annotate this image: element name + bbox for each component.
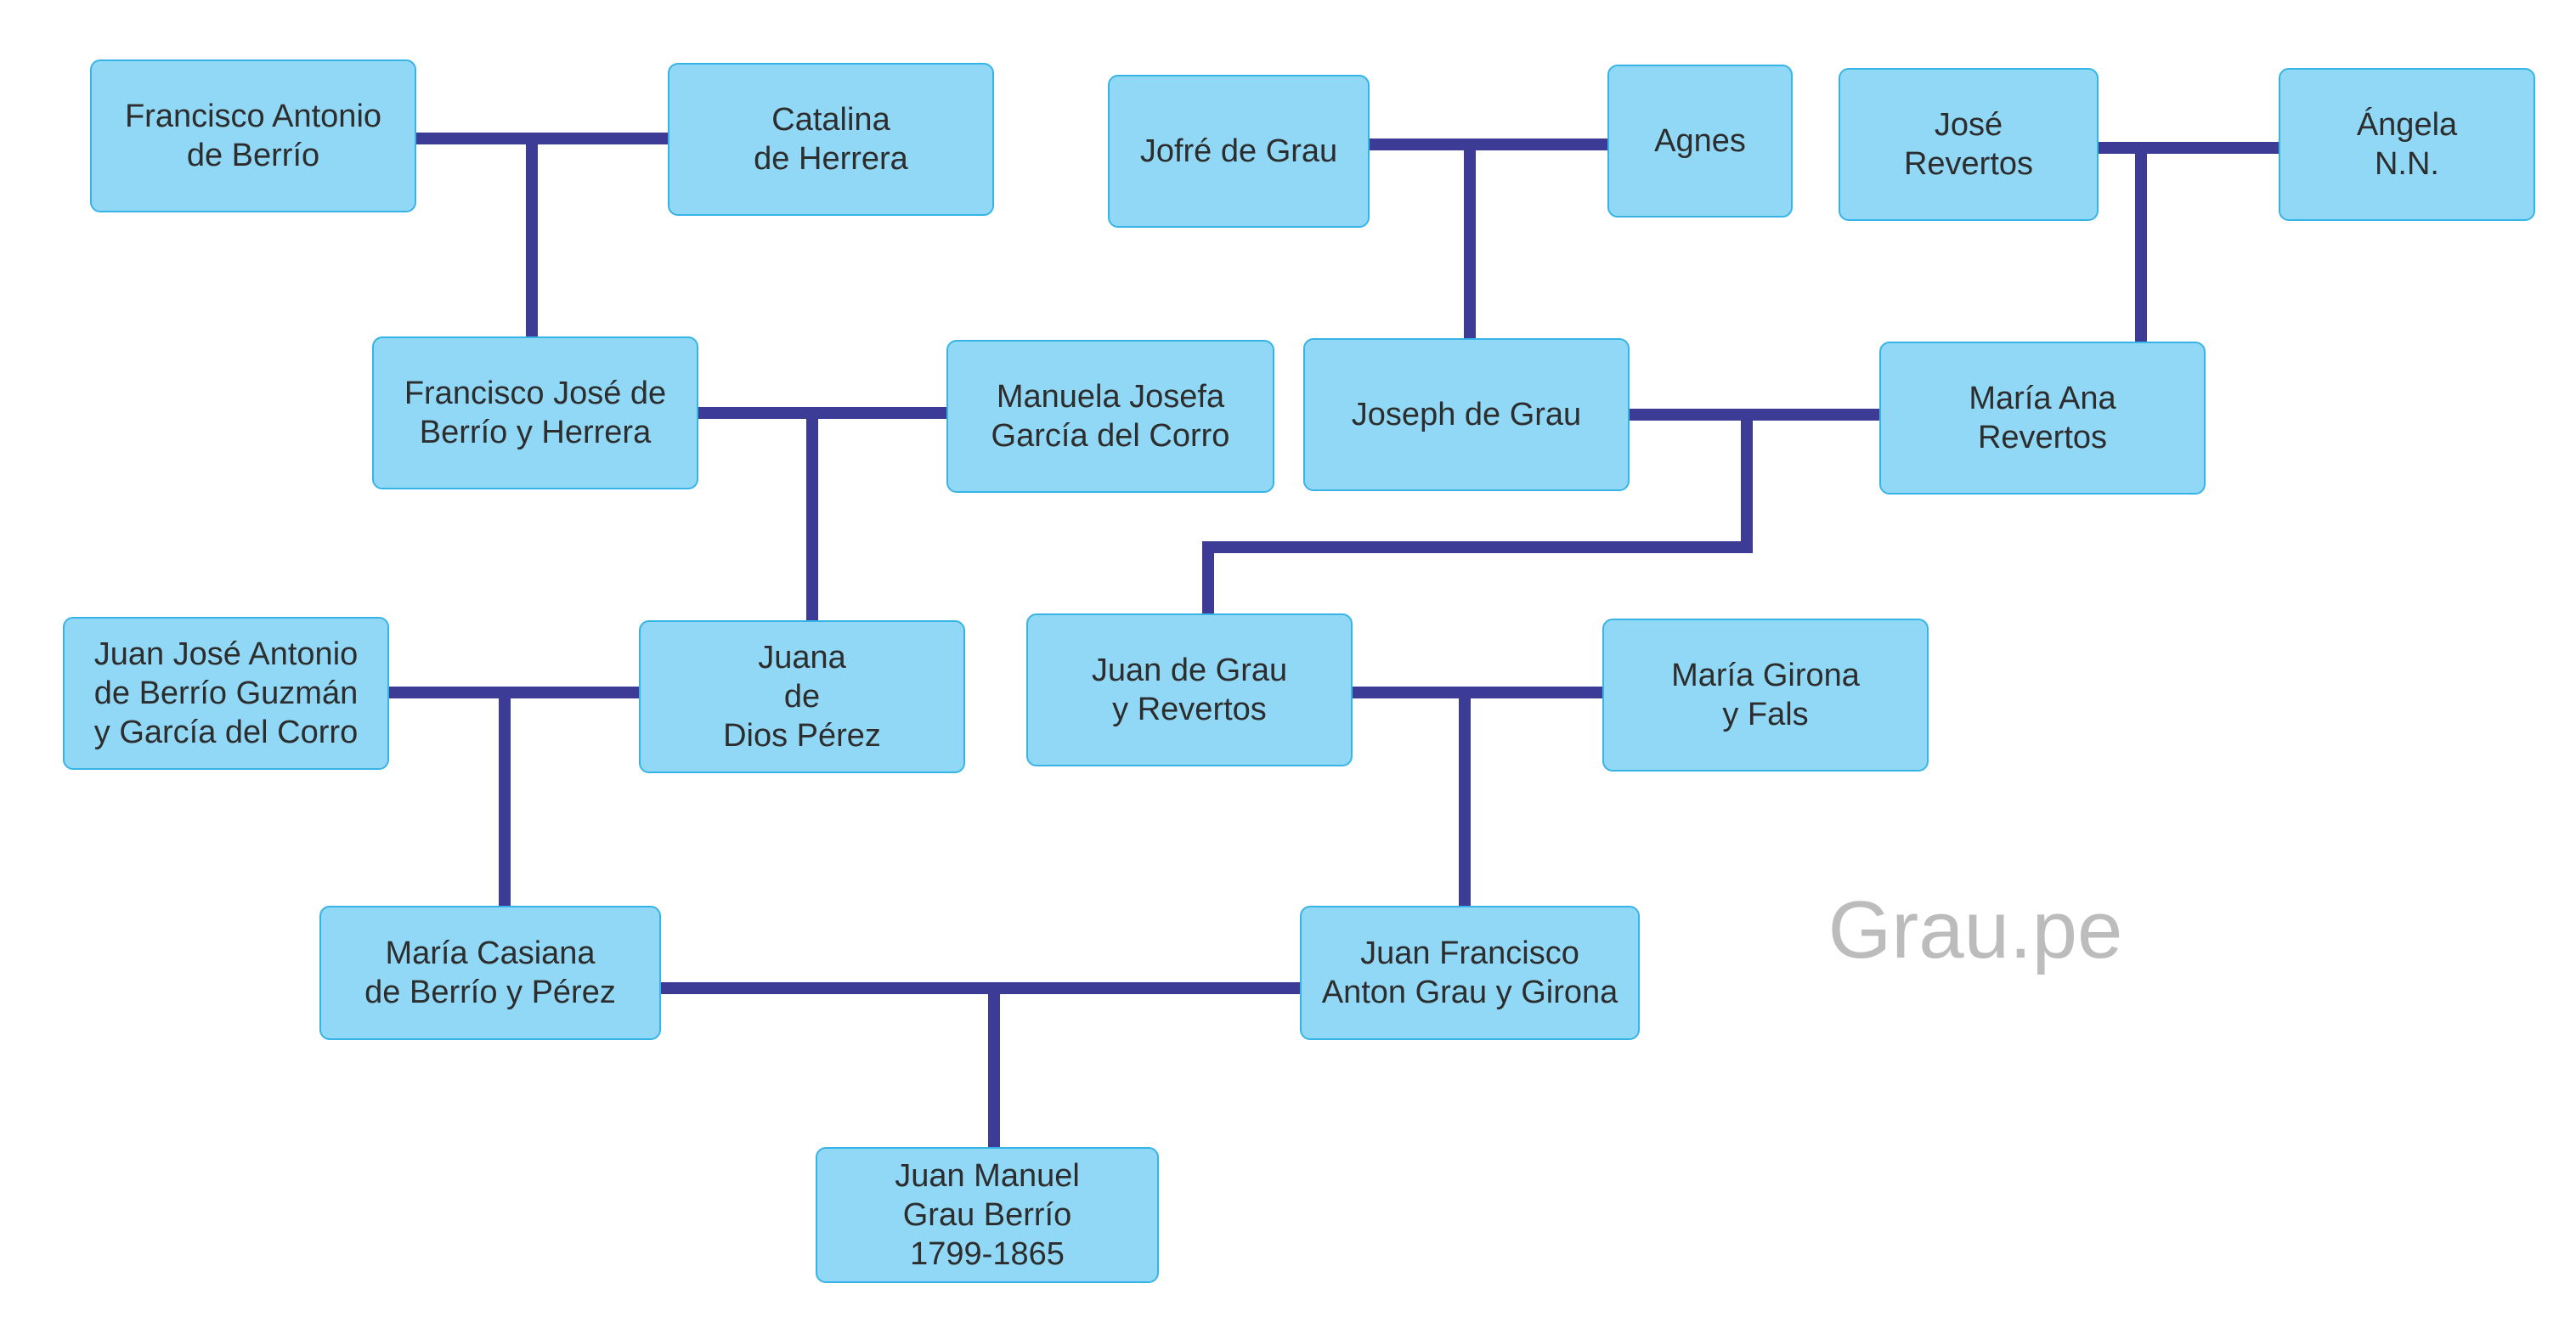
person-juan-francisco-anton-grau: Juan Francisco Anton Grau y Girona [1300,906,1640,1040]
person-juan-de-grau-y-revertos: Juan de Grau y Revertos [1026,613,1353,766]
person-jofre-de-grau: Jofré de Grau [1108,75,1370,228]
person-maria-casiana: María Casiana de Berrío y Pérez [319,906,661,1040]
person-juan-jose-antonio: Juan José Antonio de Berrío Guzmán y Gar… [63,617,389,770]
person-catalina-de-herrera: Catalina de Herrera [668,63,994,216]
person-maria-ana-revertos: María Ana Revertos [1879,342,2206,495]
person-maria-girona-y-fals: María Girona y Fals [1602,619,1929,772]
descent-line [1202,409,1753,619]
person-juana-de-dios-perez: Juana de Dios Pérez [639,620,965,773]
person-francisco-antonio-de-berrio: Francisco Antonio de Berrío [90,59,416,212]
person-manuela-josefa: Manuela Josefa García del Corro [946,340,1274,493]
person-agnes: Agnes [1607,65,1793,218]
person-juan-manuel-grau-berrio: Juan Manuel Grau Berrío 1799-1865 [816,1147,1159,1283]
person-francisco-jose-de-berrio: Francisco José de Berrío y Herrera [372,336,698,489]
person-joseph-de-grau: Joseph de Grau [1303,338,1630,491]
watermark: Grau.pe [1827,885,2123,975]
person-angela-nn: Ángela N.N. [2279,68,2535,221]
person-jose-revertos: José Revertos [1839,68,2099,221]
